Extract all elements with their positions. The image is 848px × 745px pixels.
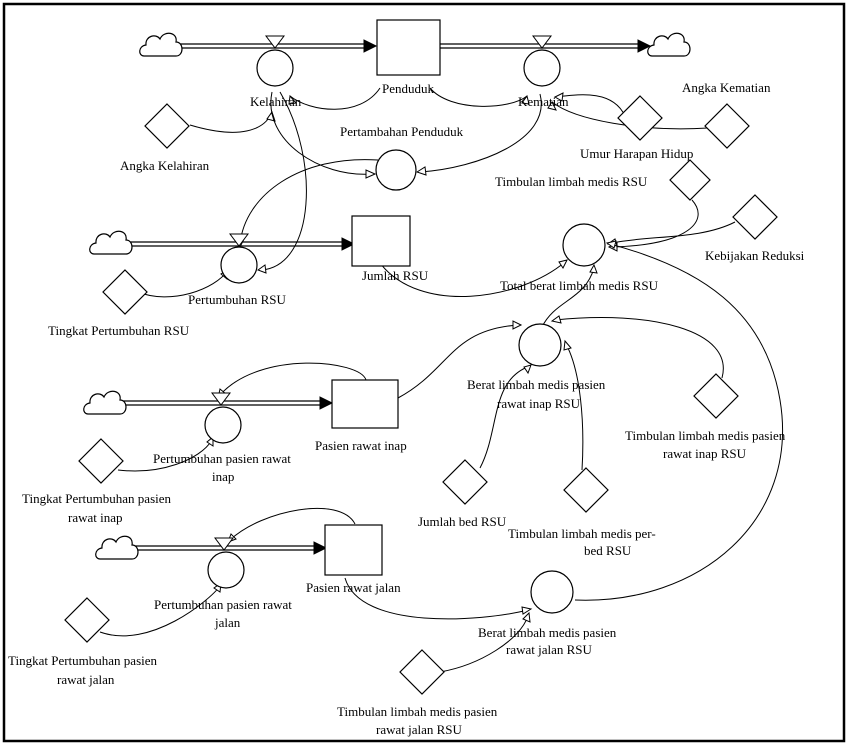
converter-berat-jalan	[530, 570, 574, 614]
cloud-sink-penduduk	[647, 32, 691, 57]
label-berat-jalan-line1: Berat limbah medis pasien	[478, 625, 617, 640]
aux-timbulan-per-bed	[563, 467, 609, 513]
aux-timbulan-limbah-medis-rsu	[669, 159, 711, 201]
aux-jumlah-bed-rsu	[442, 459, 488, 505]
label-pertumbuhan-jalan-line2: jalan	[214, 615, 241, 630]
label-pertambahan-penduduk: Pertambahan Penduduk	[340, 124, 464, 139]
aux-timbulan-inap	[693, 373, 739, 419]
label-timbulan-inap-line2: rawat inap RSU	[663, 446, 747, 461]
stock-pasien-rawat-inap	[331, 379, 399, 429]
label-tingkat-jalan-line1: Tingkat Pertumbuhan pasien	[8, 653, 158, 668]
stock-jumlah-rsu	[351, 215, 411, 267]
label-total-berat: Total berat limbah medis RSU	[500, 278, 659, 293]
label-tingkat-inap-line2: rawat inap	[68, 510, 123, 525]
label-tingkat-inap-line1: Tingkat Pertumbuhan pasien	[22, 491, 172, 506]
label-timbulan-jalan-line1: Timbulan limbah medis pasien	[337, 704, 498, 719]
flow-kematian	[523, 49, 561, 87]
valves	[211, 35, 552, 551]
label-berat-jalan-line2: rawat jalan RSU	[506, 642, 593, 657]
label-timbulan-per-bed-line1: Timbulan limbah medis per-	[508, 526, 656, 541]
converter-total-berat	[562, 223, 606, 267]
aux-umur-harapan-hidup	[617, 95, 663, 141]
flow-kelahiran	[256, 49, 294, 87]
label-kelahiran: Kelahiran	[250, 94, 302, 109]
aux-tingkat-jalan	[64, 597, 110, 643]
label-tingkat-pertumbuhan-rsu: Tingkat Pertumbuhan RSU	[48, 323, 190, 338]
label-pertumbuhan-jalan-line1: Pertumbuhan pasien rawat	[154, 597, 292, 612]
cloud-source-rsu	[89, 230, 133, 255]
label-kebijakan-reduksi: Kebijakan Reduksi	[705, 248, 805, 263]
stock-pasien-rawat-jalan	[324, 524, 383, 576]
converter-berat-inap	[518, 323, 562, 367]
aux-angka-kelahiran	[144, 103, 190, 149]
label-timbulan-limbah-medis-rsu: Timbulan limbah medis RSU	[495, 174, 648, 189]
labels: Penduduk Kelahiran Kematian Angka Kemati…	[8, 80, 805, 737]
connector-arcs	[99, 87, 783, 673]
aux-timbulan-jalan	[399, 649, 445, 695]
label-jumlah-rsu: Jumlah RSU	[362, 268, 429, 283]
converter-pertambahan-penduduk	[375, 149, 417, 191]
label-timbulan-inap-line1: Timbulan limbah medis pasien	[625, 428, 786, 443]
stock-penduduk	[376, 19, 441, 76]
cloud-source-jalan	[95, 535, 139, 560]
label-pasien-rawat-jalan: Pasien rawat jalan	[306, 580, 401, 595]
cloud-source-penduduk	[139, 32, 183, 57]
label-berat-inap-line2: rawat inap RSU	[497, 396, 581, 411]
aux-kebijakan-reduksi	[732, 194, 778, 240]
label-jumlah-bed-rsu: Jumlah bed RSU	[418, 514, 507, 529]
aux-angka-kematian	[704, 103, 750, 149]
label-penduduk: Penduduk	[382, 81, 435, 96]
label-berat-inap-line1: Berat limbah medis pasien	[467, 377, 606, 392]
aux-tingkat-inap	[78, 438, 124, 484]
label-angka-kelahiran: Angka Kelahiran	[120, 158, 210, 173]
label-pertumbuhan-rsu: Pertumbuhan RSU	[188, 292, 286, 307]
label-pertumbuhan-inap-line2: inap	[212, 469, 234, 484]
label-kematian: Kematian	[518, 94, 569, 109]
label-angka-kematian: Angka Kematian	[682, 80, 771, 95]
label-tingkat-jalan-line2: rawat jalan	[57, 672, 115, 687]
label-timbulan-jalan-line2: rawat jalan RSU	[376, 722, 463, 737]
flow-pertumbuhan-rsu	[220, 246, 258, 284]
aux-tingkat-pertumbuhan-rsu	[102, 269, 148, 315]
label-pasien-rawat-inap: Pasien rawat inap	[315, 438, 407, 453]
label-timbulan-per-bed-line2: bed RSU	[584, 543, 632, 558]
flow-pertumbuhan-inap	[204, 406, 242, 444]
flow-pertumbuhan-jalan	[207, 551, 245, 589]
cloud-source-inap	[83, 390, 127, 415]
label-pertumbuhan-inap-line1: Pertumbuhan pasien rawat	[153, 451, 291, 466]
label-umur-harapan-hidup: Umur Harapan Hidup	[580, 146, 693, 161]
